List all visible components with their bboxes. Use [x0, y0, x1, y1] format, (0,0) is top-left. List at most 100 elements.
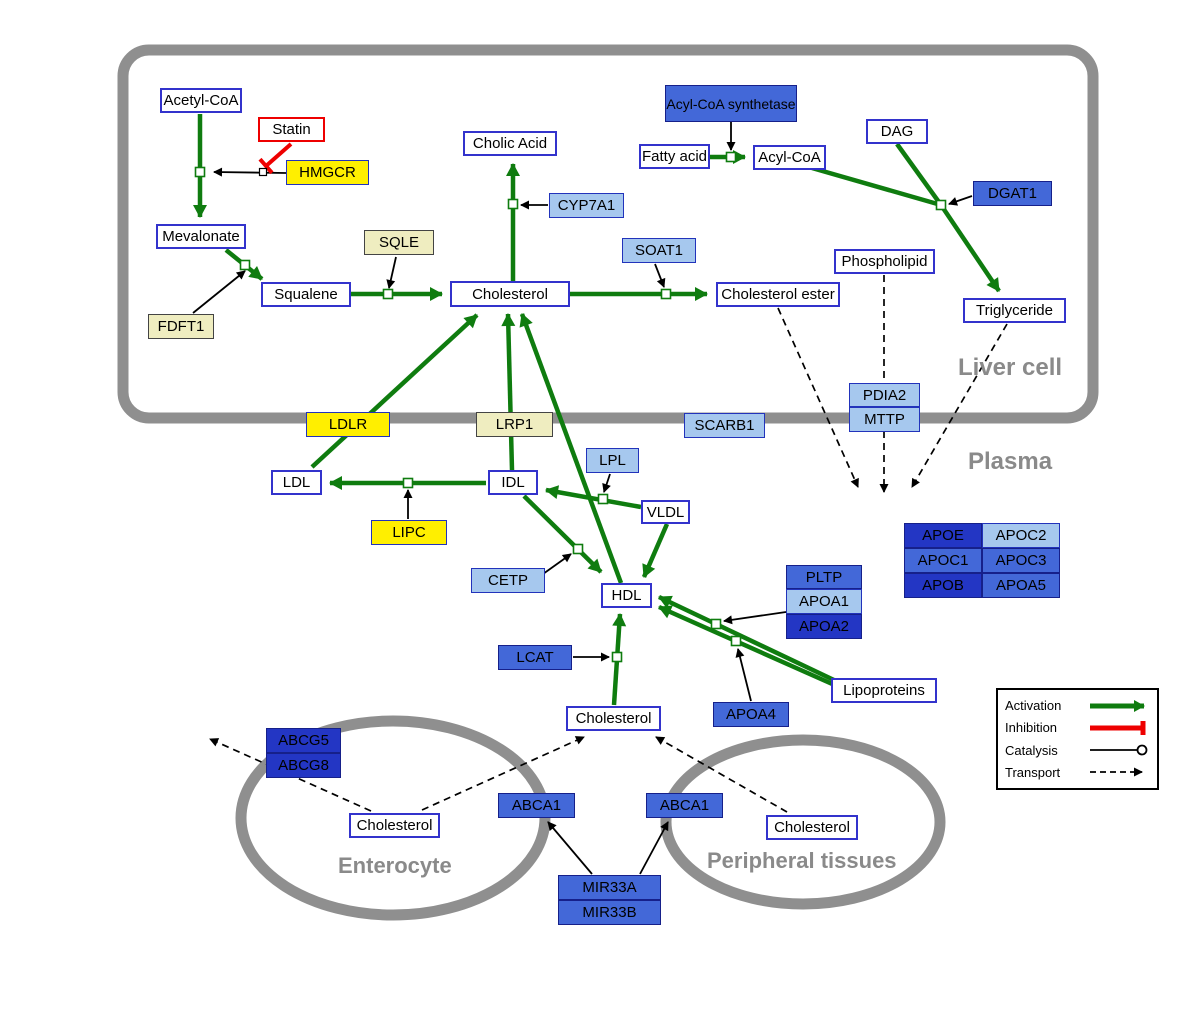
catalysis-apoa4 — [735, 648, 752, 702]
catalysis-apoa-group — [723, 611, 787, 625]
legend-item-inhibition: Inhibition — [1005, 717, 1150, 738]
node-abcg5[interactable]: ABCG5 — [266, 728, 341, 753]
transport-triglyceride-plasma — [911, 323, 1008, 488]
regulation-mir33-abca1-left — [547, 821, 593, 875]
node-ldl[interactable]: LDL — [271, 470, 322, 495]
node-dag[interactable]: DAG — [866, 119, 928, 144]
node-sqle[interactable]: SQLE — [364, 230, 434, 255]
node-cetp[interactable]: CETP — [471, 568, 545, 593]
edge-ldl-cholesterol-via-ldlr — [310, 313, 479, 469]
membranes — [117, 44, 1099, 921]
node-fdft1[interactable]: FDFT1 — [148, 314, 214, 339]
transport-cholesterol-peripheral-plasma — [655, 736, 788, 813]
label-liver-cell: Liver cell — [958, 354, 1063, 381]
node-cholic-acid[interactable]: Cholic Acid — [463, 131, 557, 156]
node-lipoproteins[interactable]: Lipoproteins — [831, 678, 937, 703]
node-vldl[interactable]: VLDL — [641, 500, 690, 524]
node-abca1-peripheral[interactable]: ABCA1 — [646, 793, 723, 818]
node-hdl[interactable]: HDL — [601, 583, 652, 608]
transport-cholesterolester-plasma — [777, 307, 859, 488]
catalysis-edges — [192, 121, 973, 875]
catalysis-circle-icon — [1090, 744, 1148, 756]
transport-cholesterol-enterocyte-plasma — [421, 736, 585, 811]
inhibition-statin-tbar — [258, 157, 274, 175]
node-mttp[interactable]: MTTP — [849, 407, 920, 432]
node-statin[interactable]: Statin — [258, 117, 325, 142]
node-abcg8[interactable]: ABCG8 — [266, 753, 341, 778]
edge-idl-cholesterol-via-lrp1 — [501, 313, 516, 471]
node-cholesterol-ester[interactable]: Cholesterol ester — [716, 282, 840, 307]
node-acyl-coa[interactable]: Acyl-CoA — [753, 145, 826, 170]
node-dgat1[interactable]: DGAT1 — [973, 181, 1052, 206]
catalysis-fdft1 — [192, 270, 246, 314]
regulation-mir33-abca1-right — [639, 821, 669, 875]
node-apoa2[interactable]: APOA2 — [786, 614, 862, 639]
node-mir33b[interactable]: MIR33B — [558, 900, 661, 925]
node-cholesterol-liver[interactable]: Cholesterol — [450, 281, 570, 307]
node-acyl-coa-synthetase[interactable]: Acyl-CoA synthetase — [665, 85, 797, 122]
catalysis-lpl — [602, 473, 611, 493]
legend-item-transport: Transport — [1005, 762, 1150, 783]
node-soat1[interactable]: SOAT1 — [622, 238, 696, 263]
inhibition-statin-line — [264, 142, 293, 168]
edge-hdl-cholesterol — [519, 313, 624, 584]
inhibition-tbar-icon — [1090, 720, 1146, 735]
node-apob[interactable]: APOB — [904, 573, 982, 598]
reaction-anchors — [194, 151, 947, 663]
node-mir33a[interactable]: MIR33A — [558, 875, 661, 900]
node-apoc2[interactable]: APOC2 — [982, 523, 1060, 548]
activation-arrow-icon — [1090, 699, 1145, 712]
node-squalene[interactable]: Squalene — [261, 282, 351, 307]
node-lrp1[interactable]: LRP1 — [476, 412, 553, 437]
catalysis-dgat1 — [948, 195, 973, 206]
node-ldlr[interactable]: LDLR — [306, 412, 390, 437]
transport-dashed-arrow-icon — [1090, 767, 1143, 777]
node-cyp7a1[interactable]: CYP7A1 — [549, 193, 624, 218]
node-fatty-acid[interactable]: Fatty acid — [639, 144, 710, 169]
edge-idl-hdl — [522, 494, 603, 574]
node-acetyl-coa[interactable]: Acetyl-CoA — [160, 88, 242, 113]
edge-acylcoa-junction — [811, 165, 942, 208]
activation-edges — [193, 114, 1001, 706]
node-apoa1[interactable]: APOA1 — [786, 589, 862, 614]
node-mevalonate[interactable]: Mevalonate — [156, 224, 246, 249]
enterocyte-membrane — [235, 715, 551, 921]
edge-lipoproteins-hdl-2 — [658, 604, 849, 694]
legend-item-catalysis: Catalysis — [1005, 740, 1150, 761]
legend-item-activation: Activation — [1005, 695, 1150, 716]
label-peripheral-tissues: Peripheral tissues — [707, 848, 897, 873]
node-lipc[interactable]: LIPC — [371, 520, 447, 545]
node-pdia2[interactable]: PDIA2 — [849, 383, 920, 407]
node-apoc1[interactable]: APOC1 — [904, 548, 982, 573]
node-phospholipid[interactable]: Phospholipid — [834, 249, 935, 274]
catalysis-cetp — [542, 553, 572, 575]
node-lpl[interactable]: LPL — [586, 448, 639, 473]
edge-vldl-hdl — [641, 523, 670, 578]
node-apoa5[interactable]: APOA5 — [982, 573, 1060, 598]
node-pltp[interactable]: PLTP — [786, 565, 862, 589]
node-hmgcr[interactable]: HMGCR — [286, 160, 369, 185]
node-cholesterol-plasma[interactable]: Cholesterol — [566, 706, 661, 731]
node-cholesterol-enterocyte[interactable]: Cholesterol — [349, 813, 440, 838]
node-abca1-enterocyte[interactable]: ABCA1 — [498, 793, 575, 818]
node-lcat[interactable]: LCAT — [498, 645, 572, 670]
node-triglyceride[interactable]: Triglyceride — [963, 298, 1066, 323]
edge-lipoproteins-hdl-1 — [658, 594, 837, 684]
legend-transport-label: Transport — [1005, 764, 1061, 780]
catalysis-soat1 — [654, 263, 666, 288]
node-apoe[interactable]: APOE — [904, 523, 982, 548]
liver-cell-membrane — [117, 44, 1099, 424]
node-idl[interactable]: IDL — [488, 470, 538, 495]
node-apoa4[interactable]: APOA4 — [713, 702, 789, 727]
node-cholesterol-peripheral[interactable]: Cholesterol — [766, 815, 858, 840]
edge-vldl-idl — [545, 485, 642, 510]
label-plasma: Plasma — [968, 448, 1053, 475]
label-enterocyte: Enterocyte — [338, 853, 452, 878]
inhibition-edge-statin — [258, 142, 293, 175]
node-apoc3[interactable]: APOC3 — [982, 548, 1060, 573]
node-scarb1[interactable]: SCARB1 — [684, 413, 765, 438]
catalysis-hmgcr — [213, 167, 287, 177]
legend-activation-label: Activation — [1005, 698, 1062, 713]
